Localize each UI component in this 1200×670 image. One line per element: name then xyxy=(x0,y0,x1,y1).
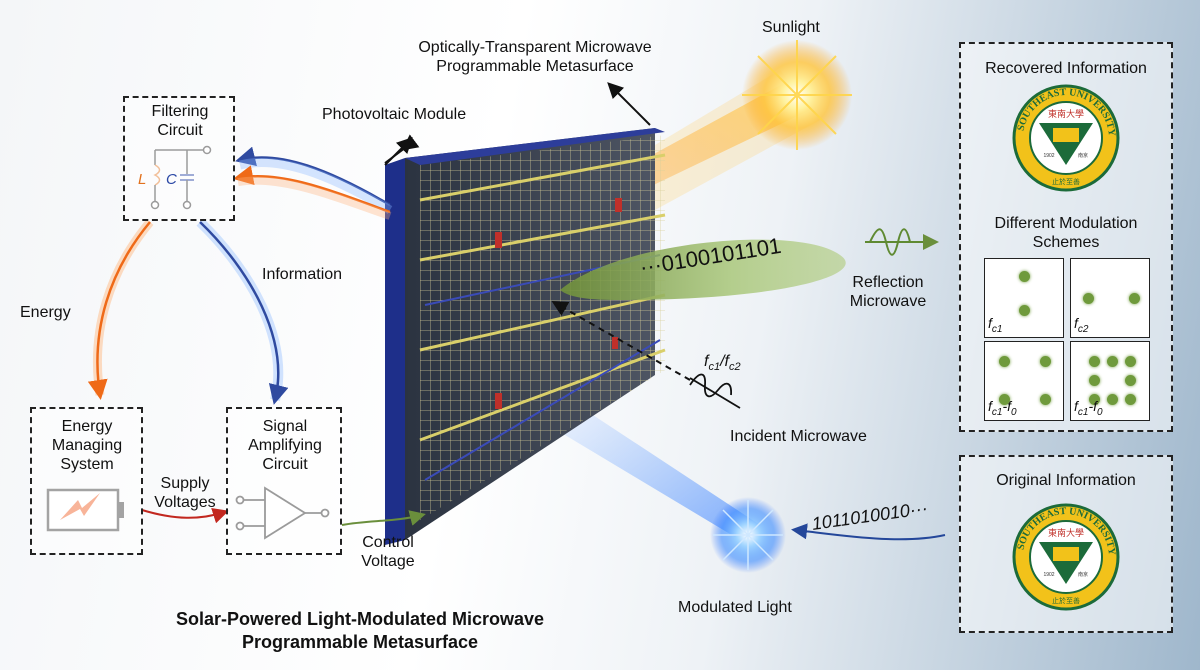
logo-chars-original: 東南大學 xyxy=(1048,527,1084,539)
information-label: Information xyxy=(262,266,343,283)
incident-wave-icon xyxy=(689,373,741,409)
modulated-light-beam xyxy=(540,390,760,540)
constellation-point xyxy=(1107,394,1118,405)
panel-1-label: fc1 xyxy=(988,315,1003,335)
frequency-label: fc1/fc2 xyxy=(704,352,741,377)
constellation-point xyxy=(1089,356,1100,367)
info-flow-glow xyxy=(238,157,393,214)
constellation-point xyxy=(1125,356,1136,367)
caption-line-1: Solar-Powered Light-Modulated Microwave xyxy=(175,609,545,629)
control-voltage-label: Control Voltage xyxy=(361,534,415,570)
pv-module-label: Photovoltaic Module xyxy=(322,106,467,123)
signal-amplifying-label: Signal Amplifying Circuit xyxy=(248,418,322,473)
f-symbol-2: f xyxy=(724,353,729,370)
recovered-info-title: Recovered Information xyxy=(985,60,1147,77)
logo-year-recovered: 1902 xyxy=(1043,153,1054,159)
constellation-point xyxy=(1083,293,1094,304)
modulation-panel-3: fc1-f0 xyxy=(984,341,1064,421)
panel-4-label: fc1-f0 xyxy=(1074,398,1103,418)
constellation-point xyxy=(1089,394,1100,405)
supply-voltages-label: Supply Voltages xyxy=(154,475,216,511)
reflection-label: Reflection Microwave xyxy=(849,274,927,310)
caption: Solar-Powered Light-Modulated Microwave … xyxy=(140,608,580,654)
modulated-light-label: Modulated Light xyxy=(678,599,792,616)
constellation-point xyxy=(999,394,1010,405)
energy-flow-down-line xyxy=(87,221,151,400)
sun-rays xyxy=(742,40,852,150)
modulation-panel-1: fc1 xyxy=(984,258,1064,338)
fc1-sub: c1 xyxy=(708,361,721,374)
university-logo-recovered: SOUTHEAST UNIVERSITY 東南大學 1902 南京 止於至善 xyxy=(1012,84,1120,192)
constellation-point xyxy=(1040,356,1051,367)
modulation-title: Different Modulation Schemes xyxy=(994,215,1138,251)
logo-motto-recovered: 止於至善 xyxy=(1052,177,1080,186)
modulation-panel-4: fc1-f0 xyxy=(1070,341,1150,421)
capacitor-label: C xyxy=(166,171,177,188)
energy-managing-label: Energy Managing System xyxy=(51,418,123,473)
sunlight-label: Sunlight xyxy=(762,19,820,36)
energy-label: Energy xyxy=(20,304,71,321)
constellation-point xyxy=(1019,271,1030,282)
constellation-point xyxy=(1129,293,1140,304)
energy-managing-box: Energy Managing System xyxy=(30,407,143,555)
constellation-point xyxy=(1107,356,1118,367)
logo-motto-original: 止於至善 xyxy=(1052,596,1080,605)
f-symbol: f xyxy=(704,353,709,370)
reflection-beam xyxy=(560,239,846,300)
slash: / xyxy=(720,353,725,370)
reflection-wave-icon xyxy=(865,228,939,256)
light-input-arrow xyxy=(791,523,946,541)
original-info-title: Original Information xyxy=(996,472,1136,489)
logo-city-original: 南京 xyxy=(1078,571,1088,578)
energy-flow-to-filter xyxy=(233,165,391,214)
metasurface-pointer-arrow xyxy=(607,82,651,126)
supply-voltage-arrow xyxy=(141,508,229,524)
constellation-point xyxy=(1125,375,1136,386)
fc2-sub: c2 xyxy=(728,361,741,374)
pv-pointer-line xyxy=(384,137,413,166)
metasurface-label: Optically-Transparent Microwave Programm… xyxy=(418,39,652,75)
logo-city-recovered: 南京 xyxy=(1078,152,1088,159)
energy-flow-glow xyxy=(237,176,392,220)
constellation-point xyxy=(1019,305,1030,316)
incident-arrow xyxy=(551,301,691,381)
light-ellipsis: ··· xyxy=(908,497,929,521)
incident-label: Incident Microwave xyxy=(730,428,867,445)
caption-line-2: Programmable Metasurface xyxy=(241,632,479,652)
filtering-circuit-box: Filtering Circuit xyxy=(123,96,235,221)
filtering-circuit-label: Filtering Circuit xyxy=(151,103,209,139)
panel-2-label: fc2 xyxy=(1074,315,1089,335)
control-voltage-arrow xyxy=(341,510,426,526)
logo-chars-recovered: 東南大學 xyxy=(1048,108,1084,120)
constellation-point xyxy=(999,356,1010,367)
info-flow-down-glow xyxy=(196,218,284,402)
constellation-point xyxy=(1040,394,1051,405)
light-rays xyxy=(713,500,783,570)
university-logo-original: SOUTHEAST UNIVERSITY 東南大學 1902 南京 止於至善 xyxy=(1012,503,1120,611)
info-flow-down-line xyxy=(199,221,289,405)
constellation-point xyxy=(1125,394,1136,405)
panel-3-label: fc1-f0 xyxy=(988,398,1017,418)
modulation-panel-2: fc2 xyxy=(1070,258,1150,338)
inductor-label: L xyxy=(138,171,147,188)
signal-amplifying-box: Signal Amplifying Circuit xyxy=(226,407,342,555)
info-flow-to-filter xyxy=(235,146,391,207)
constellation-point xyxy=(1089,375,1100,386)
metasurface-panel xyxy=(385,128,666,545)
logo-year-original: 1902 xyxy=(1043,572,1054,578)
